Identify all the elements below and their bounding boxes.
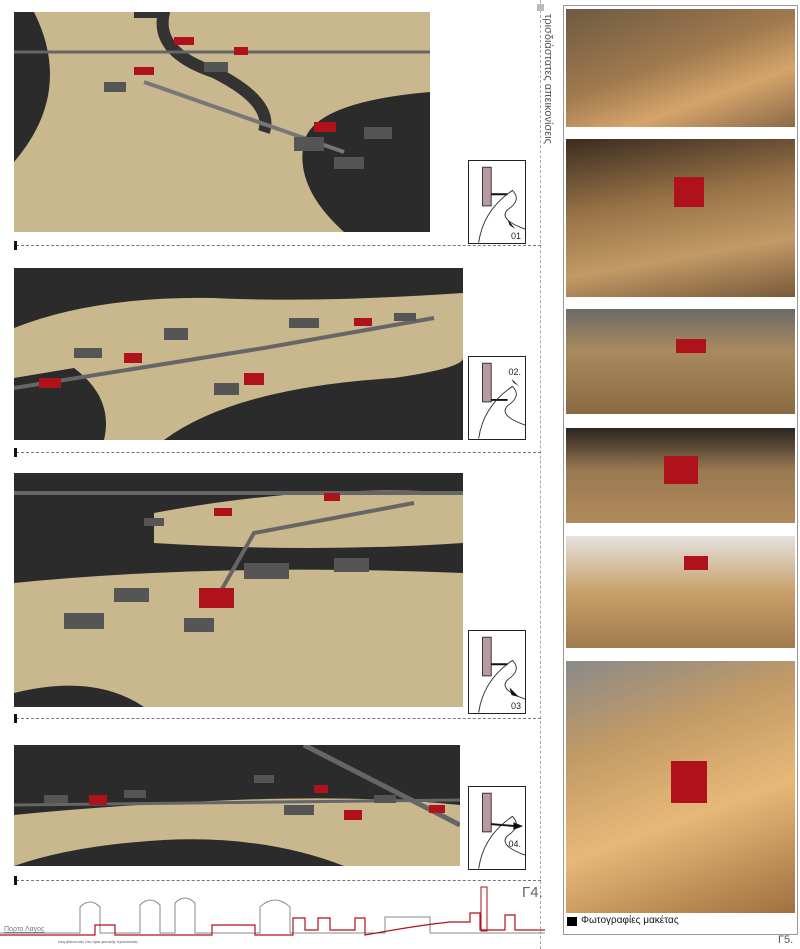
- view-key-2: 02.: [468, 356, 526, 440]
- section-divider: [14, 448, 541, 457]
- sheet-code-g5: Γ5.: [778, 934, 794, 946]
- model-photo-2: [566, 139, 795, 297]
- render-view-2: [14, 268, 463, 440]
- skyline-diagram: [0, 886, 545, 936]
- caption-marker: [567, 917, 577, 926]
- view-key-3: 03: [468, 630, 526, 714]
- model-photo-3: [566, 309, 795, 414]
- section-divider: [14, 876, 541, 885]
- model-photo-6: [566, 661, 795, 913]
- render-view-4: [14, 745, 460, 866]
- vertical-guide-line: [540, 0, 541, 949]
- sheet-subtitle: επεμβαίνοντας στα όρια φυσικής προστασία…: [58, 939, 139, 944]
- model-photo-1: [566, 9, 795, 127]
- model-photo-5: [566, 536, 795, 648]
- title-marker: [537, 4, 544, 11]
- render-view-3: [14, 473, 463, 707]
- sheet-code-g4: Γ4.: [522, 884, 543, 901]
- model-photo-4: [566, 428, 795, 523]
- place-name: Πορτο Λαγος: [4, 926, 45, 933]
- section-divider: [14, 714, 541, 723]
- view-key-1: 01: [468, 160, 526, 244]
- section-title: τρισδιάστατες απεικονίσεις: [542, 14, 554, 144]
- photos-caption: Φωτογραφίες μακέτας: [581, 915, 679, 926]
- view-key-4: 04.: [468, 786, 526, 870]
- model-photos-panel: Φωτογραφίες μακέτας: [563, 5, 798, 935]
- section-divider: [14, 241, 541, 250]
- render-view-1: [14, 12, 430, 232]
